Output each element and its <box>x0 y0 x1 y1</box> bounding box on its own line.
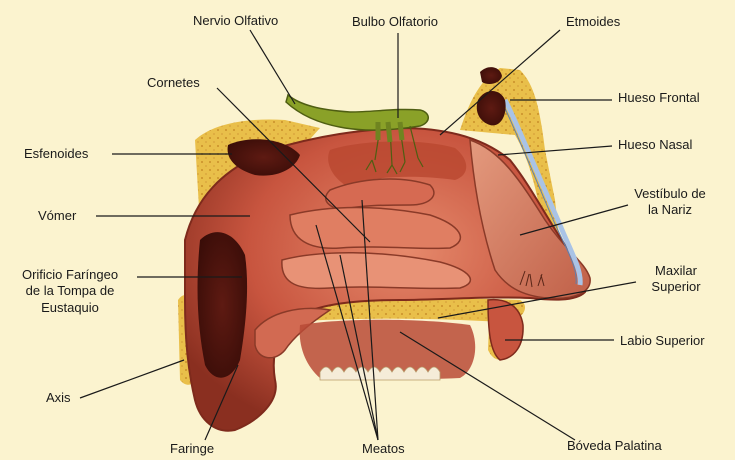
label-esfenoides: Esfenoides <box>24 146 88 162</box>
leader-nervio-olfativo <box>250 30 295 104</box>
label-maxilar-superior: Maxilar Superior <box>636 263 716 296</box>
leader-axis <box>80 360 184 398</box>
label-bulbo-olfatorio: Bulbo Olfatorio <box>352 14 438 30</box>
label-nervio-olfativo: Nervio Olfativo <box>193 13 278 29</box>
label-maxilar-line2: Superior <box>636 279 716 295</box>
label-orificio-faringeo: Orificio Faríngeo de la Tompa de Eustaqu… <box>6 267 134 316</box>
label-orificio-line2: de la Tompa de <box>6 283 134 299</box>
label-vestibulo-line2: la Nariz <box>622 202 718 218</box>
label-cornetes: Cornetes <box>147 75 200 91</box>
label-orificio-line1: Orificio Faríngeo <box>6 267 134 283</box>
label-faringe: Faringe <box>170 441 214 457</box>
label-meatos: Meatos <box>362 441 405 457</box>
label-axis: Axis <box>46 390 71 406</box>
label-boveda-palatina: Bóveda Palatina <box>567 438 662 454</box>
label-maxilar-line1: Maxilar <box>636 263 716 279</box>
olfactory-nerve <box>286 95 428 130</box>
label-orificio-line3: Eustaquio <box>6 300 134 316</box>
leader-boveda <box>400 332 575 440</box>
label-vomer: Vómer <box>38 208 76 224</box>
pharynx-cavity <box>198 232 248 378</box>
label-vestibulo-line1: Vestíbulo de <box>622 186 718 202</box>
leader-hueso-nasal <box>498 146 612 155</box>
label-labio-superior: Labio Superior <box>620 333 705 349</box>
label-hueso-nasal: Hueso Nasal <box>618 137 692 153</box>
label-hueso-frontal: Hueso Frontal <box>618 90 700 106</box>
label-vestibulo: Vestíbulo de la Nariz <box>622 186 718 219</box>
label-etmoides: Etmoides <box>566 14 620 30</box>
